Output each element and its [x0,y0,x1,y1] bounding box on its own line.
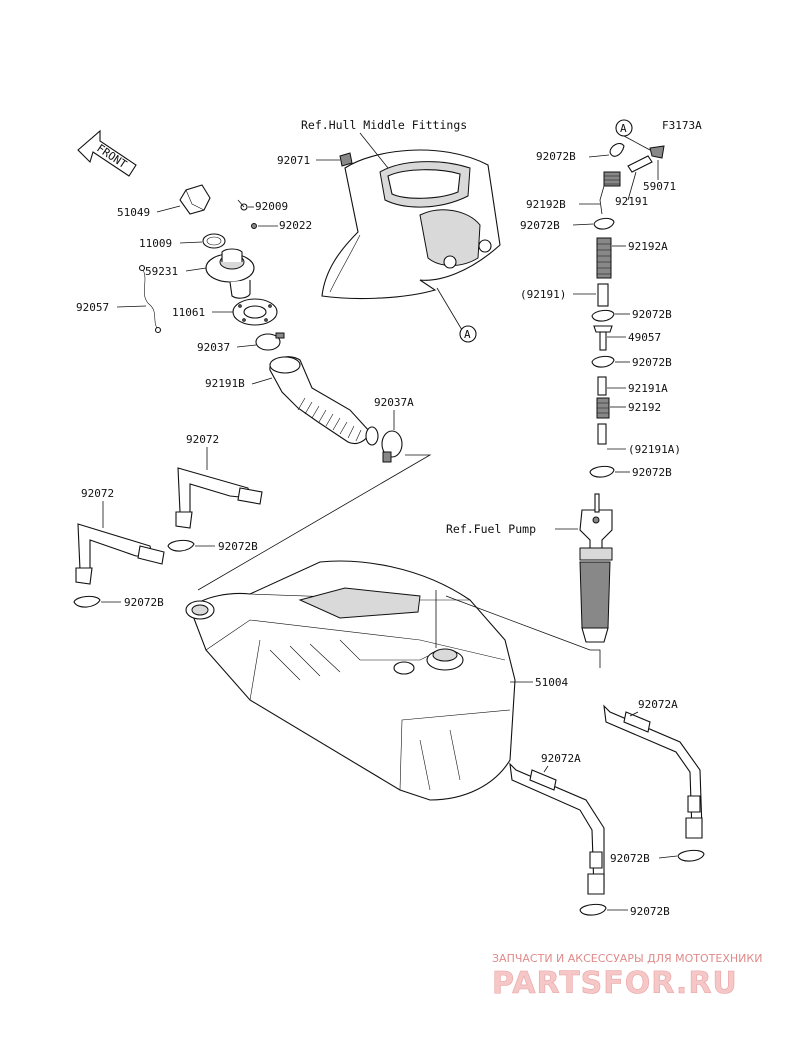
label-r-92191-paren: (92191) [520,288,566,301]
spring-92192-part [596,397,610,419]
hull-middle-fitting-part [321,149,501,300]
clip-r4-part [591,355,615,368]
spring-92192a-part [596,237,612,279]
leader-hull-a [436,287,463,331]
callout-a-lower-text: A [464,328,471,341]
clip-r1-part [609,143,625,157]
filler-neck-59231-part [205,248,255,299]
clip-b-bottom-part [579,903,607,916]
fuel-pump-part [579,493,613,643]
label-r-92191: 92191 [615,195,648,208]
ref-hull-label: Ref.Hull Middle Fittings [301,118,467,132]
label-r-92072b-2: 92072B [520,219,560,232]
cap-51049-part [179,184,211,215]
front-arrow-icon: FRONT [77,129,137,177]
fitting-92071-part [339,152,353,167]
label-r-92192: 92192 [628,401,661,414]
label-b-92072b-right: 92072B [610,852,650,865]
label-92072-top: 92072 [186,433,219,446]
watermark-caption: ЗАПЧАСТИ И АКСЕССУАРЫ ДЛЯ МОТОТЕХНИКИ [492,952,762,965]
hose-92191b-part [269,356,379,446]
washer-92022-part [251,223,257,229]
strap-92072a-mid-part [509,762,605,895]
label-r-59071: 59071 [643,180,676,193]
strap-92072-upper-part [175,467,263,529]
label-51004: 51004 [535,676,568,689]
label-92072b-mid: 92072B [218,540,258,553]
label-r-92191a-paren: (92191A) [628,443,681,456]
label-b-92072a-mid: 92072A [541,752,581,765]
hose-92191-part [627,155,653,173]
spring-92192b-part [599,171,621,215]
figure-code: F3173A [662,119,702,132]
label-59231: 59231 [145,265,178,278]
label-92057: 92057 [76,301,109,314]
label-92037: 92037 [197,341,230,354]
screw-92009-part [237,199,248,211]
clip-92072b-mid-part [167,539,195,552]
ref-pump-label: Ref.Fuel Pump [446,522,536,536]
strap-92072-lower-part [75,523,165,585]
watermark-brand: PARTSFOR.RU [492,966,738,1001]
label-11061: 11061 [172,306,205,319]
fitting-59071-part [649,145,665,159]
label-92071: 92071 [277,154,310,167]
label-92072b-left: 92072B [124,596,164,609]
label-92037a: 92037A [374,396,414,409]
label-r-92192a: 92192A [628,240,668,253]
label-92191b: 92191B [205,377,245,390]
clip-92072b-left-part [73,595,101,608]
clamp-92037a-part [381,430,403,463]
strap-92057-part [138,264,162,334]
hose-92191a-part [597,376,607,396]
clamp-92037-part [255,332,285,351]
callout-a-upper-text: A [620,122,627,135]
hose-r-92191a-part [597,423,607,445]
clip-b-right-part [677,849,705,862]
label-92009: 92009 [255,200,288,213]
label-r-92192b: 92192B [526,198,566,211]
label-r-92072b-4: 92072B [632,356,672,369]
label-b-92072a-right: 92072A [638,698,678,711]
fitting-49057-part [593,325,613,351]
label-r-92072b-1: 92072B [536,150,576,163]
label-92022: 92022 [279,219,312,232]
hose-r-92191-part [597,283,609,307]
gasket-11061-part [232,298,278,326]
callout-a-lower [459,325,477,343]
clip-r3-part [591,309,615,322]
label-11009: 11009 [139,237,172,250]
label-r-49057: 49057 [628,331,661,344]
clip-r2-part [593,217,615,230]
label-r-92191a: 92191A [628,382,668,395]
strap-92072a-right-part [603,704,703,839]
label-r-92072b-3: 92072B [632,308,672,321]
label-92072-left: 92072 [81,487,114,500]
leader-hose-tank [197,454,432,591]
leader-ref-hull [359,132,389,169]
label-b-92072b-bottom: 92072B [630,905,670,918]
label-51049: 51049 [117,206,150,219]
fuel-tank-51004-part [185,560,516,801]
clip-r5-part [589,465,615,478]
label-r-92072b-5: 92072B [632,466,672,479]
gasket-11009-part [202,233,226,249]
